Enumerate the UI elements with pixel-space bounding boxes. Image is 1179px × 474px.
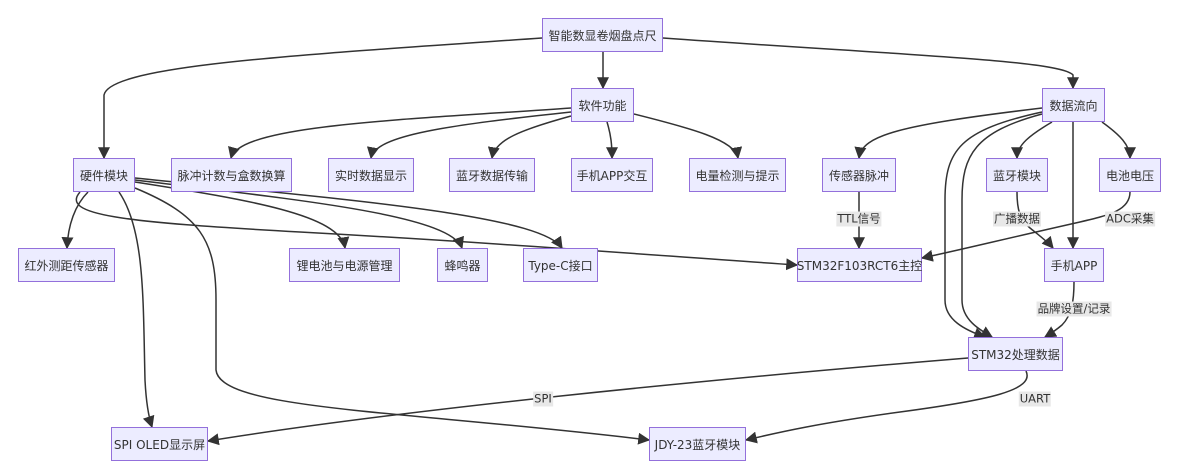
edge-phoneapp-stm32 (1043, 281, 1075, 338)
node-buzzer[interactable]: 蜂鸣器 (437, 248, 488, 282)
edge-stm32-jdy23 (744, 370, 1028, 444)
node-jdy23[interactable]: JDY-23蓝牙模块 (649, 427, 746, 461)
node-ir-sensor[interactable]: 红外测距传感器 (18, 248, 115, 282)
edge-hardware-jdy23 (134, 187, 651, 445)
edge-software-app (605, 121, 618, 160)
edge-battery-mcu (920, 191, 1131, 262)
node-app-interact[interactable]: 手机APP交互 (571, 158, 653, 192)
edge-stm32-oled (206, 357, 969, 446)
edge-software-display (366, 111, 572, 160)
node-bt-transfer[interactable]: 蓝牙数据传输 (449, 158, 535, 192)
node-mcu[interactable]: STM32F103RCT6主控 (797, 248, 922, 282)
edge-dataflow-btmodule (1011, 121, 1053, 160)
edge-label-adc: ADC采集 (1105, 211, 1155, 227)
edge-dataflow-sensor (854, 107, 1043, 160)
node-hardware[interactable]: 硬件模块 (73, 158, 135, 192)
edge-software-battery (633, 113, 743, 160)
edge-hardware-mcu (75, 191, 799, 271)
node-pulse-count[interactable]: 脉冲计数与盒数换算 (171, 158, 292, 192)
node-software[interactable]: 软件功能 (571, 88, 634, 122)
node-battery-voltage[interactable]: 电池电压 (1099, 158, 1161, 192)
edge-hardware-ir (61, 191, 89, 250)
node-typec[interactable]: Type-C接口 (523, 248, 598, 282)
node-battery-detect[interactable]: 电量检测与提示 (689, 158, 786, 192)
edge-software-bt (487, 115, 572, 160)
edge-dataflow-stm32-a (944, 111, 1043, 340)
edge-btmodule-phoneapp (1016, 191, 1054, 249)
node-realtime-display[interactable]: 实时数据显示 (328, 158, 414, 192)
node-bt-module[interactable]: 蓝牙模块 (986, 158, 1048, 192)
edge-dataflow-stm32-b (961, 113, 1043, 338)
node-li-battery[interactable]: 锂电池与电源管理 (289, 248, 400, 282)
node-dataflow[interactable]: 数据流向 (1042, 88, 1105, 122)
edge-root-dataflow (662, 37, 1079, 90)
edge-label-uart: UART (1018, 391, 1052, 407)
node-root[interactable]: 智能数显卷烟盘点尺 (542, 18, 663, 52)
node-oled[interactable]: SPI OLED显示屏 (111, 427, 208, 461)
edge-label-brand-record: 品牌设置/记录 (1036, 301, 1112, 317)
edge-label-ttl: TTL信号 (836, 211, 882, 227)
edge-software-pulse (228, 107, 572, 160)
node-sensor-pulse[interactable]: 传感器脉冲 (822, 158, 896, 192)
edge-root-hardware (98, 37, 543, 160)
edge-label-broadcast: 广播数据 (993, 211, 1041, 227)
node-phone-app[interactable]: 手机APP (1044, 248, 1104, 282)
edge-hardware-oled (118, 191, 155, 429)
edge-label-spi: SPI (533, 391, 553, 407)
edge-dataflow-battery (1101, 121, 1136, 160)
node-stm32-process[interactable]: STM32处理数据 (968, 337, 1063, 371)
